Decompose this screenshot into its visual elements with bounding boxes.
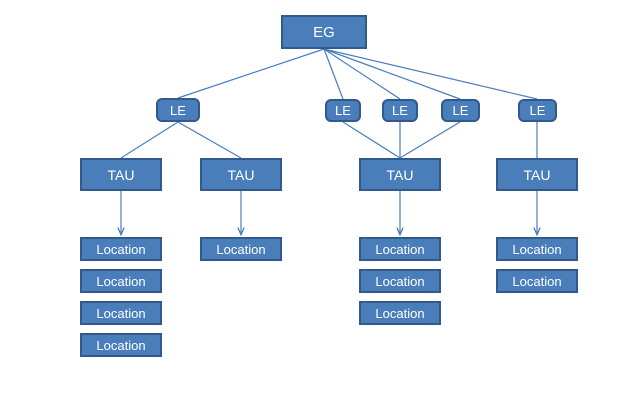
node-tau-3[interactable]: TAU — [359, 158, 441, 191]
node-location-9[interactable]: Location — [496, 237, 578, 261]
node-location-7[interactable]: Location — [359, 269, 441, 293]
node-label: Location — [512, 273, 562, 289]
connector-eg1-to-le2 — [323, 48, 344, 100]
node-label: TAU — [107, 166, 135, 183]
node-label: TAU — [523, 166, 551, 183]
node-tau-2[interactable]: TAU — [200, 158, 282, 191]
node-le-4[interactable]: LE — [441, 99, 480, 122]
node-label: Location — [96, 241, 146, 257]
node-location-6[interactable]: Location — [359, 237, 441, 261]
node-location-4[interactable]: Location — [80, 333, 162, 357]
connector-eg1-to-le4 — [323, 48, 461, 100]
node-label: Location — [96, 305, 146, 321]
node-location-2[interactable]: Location — [80, 269, 162, 293]
node-label: Location — [96, 273, 146, 289]
node-le-1[interactable]: LE — [156, 98, 200, 122]
node-label: Location — [375, 305, 425, 321]
node-eg-1[interactable]: EG — [281, 15, 367, 49]
node-label: Location — [375, 241, 425, 257]
connector-le1-to-tau2 — [177, 121, 242, 159]
node-le-2[interactable]: LE — [325, 99, 361, 122]
connector-le1-to-tau1 — [120, 121, 179, 159]
node-location-10[interactable]: Location — [496, 269, 578, 293]
connector-eg1-to-le5 — [323, 48, 538, 100]
node-label: Location — [375, 273, 425, 289]
node-label: Location — [216, 241, 266, 257]
node-label: LE — [392, 103, 408, 118]
node-label: Location — [512, 241, 562, 257]
node-label: TAU — [227, 166, 255, 183]
node-le-5[interactable]: LE — [518, 99, 557, 122]
connector-lines — [120, 48, 538, 234]
node-label: LE — [335, 103, 351, 118]
node-label: TAU — [386, 166, 414, 183]
node-label: LE — [529, 103, 546, 118]
node-label: EG — [313, 23, 335, 41]
node-tau-1[interactable]: TAU — [80, 158, 162, 191]
node-label: Location — [96, 337, 146, 353]
node-location-3[interactable]: Location — [80, 301, 162, 325]
node-label: LE — [452, 103, 469, 118]
node-location-5[interactable]: Location — [200, 237, 282, 261]
node-label: LE — [170, 102, 186, 118]
connector-eg1-to-le3 — [323, 48, 401, 100]
node-location-8[interactable]: Location — [359, 301, 441, 325]
node-tau-4[interactable]: TAU — [496, 158, 578, 191]
connector-le2-to-tau3 — [342, 121, 401, 159]
connector-le4-to-tau3 — [399, 121, 461, 159]
node-le-3[interactable]: LE — [382, 99, 418, 122]
node-location-1[interactable]: Location — [80, 237, 162, 261]
connector-eg1-to-le1 — [177, 48, 325, 99]
